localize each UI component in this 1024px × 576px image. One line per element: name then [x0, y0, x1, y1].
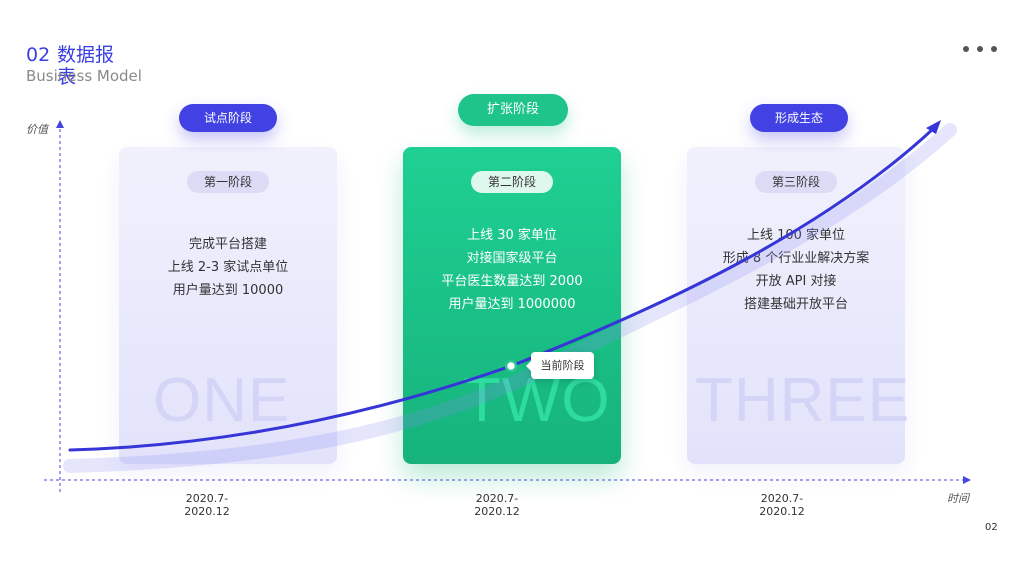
- stage-line: 开放 API 对接: [755, 274, 837, 289]
- y-axis-arrow: [56, 120, 64, 128]
- stage-badge: 第二阶段: [470, 171, 554, 193]
- x-axis-label: 时间: [947, 492, 969, 505]
- stage-line: 上线 2-3 家试点单位: [167, 260, 289, 275]
- stage-line: 形成 8 个行业业解决方案: [722, 251, 870, 266]
- section-number: 02: [26, 44, 51, 66]
- y-axis-label: 价值: [26, 123, 48, 136]
- page-number: 02: [985, 522, 998, 533]
- current-stage-tooltip: 当前阶段: [526, 352, 594, 379]
- stage-line: 用户量达到 10000: [172, 283, 284, 298]
- stage-card-1: 第一阶段 完成平台搭建 上线 2-3 家试点单位 用户量达到 10000 ONE: [119, 147, 337, 464]
- stage-badge: 第三阶段: [754, 171, 838, 193]
- date-start: 2020.7-: [475, 492, 519, 505]
- stage-line: 上线 100 家单位: [746, 228, 846, 243]
- date-start: 2020.7-: [760, 492, 804, 505]
- growth-curve-arrow: [926, 120, 941, 134]
- stage-line: 完成平台搭建: [188, 237, 267, 252]
- stage-badge: 第一阶段: [186, 171, 270, 193]
- stage-description: 上线 30 家单位 对接国家级平台 平台医生数量达到 2000 用户量达到 10…: [403, 224, 621, 316]
- stage-date-1: 2020.7- 2020.12: [167, 492, 247, 518]
- page-subtitle: Business Model: [26, 67, 142, 85]
- growth-curve-line: [68, 126, 936, 452]
- growth-curve-glow: [63, 123, 957, 473]
- stage-line: 平台医生数量达到 2000: [441, 274, 583, 289]
- stage-line: 搭建基础开放平台: [743, 297, 848, 312]
- stage-date-3: 2020.7- 2020.12: [742, 492, 822, 518]
- stage-description: 完成平台搭建 上线 2-3 家试点单位 用户量达到 10000: [119, 233, 337, 302]
- stage-line: 上线 30 家单位: [467, 228, 557, 243]
- stage-watermark: ONE: [153, 366, 291, 435]
- stage-watermark: THREE: [695, 366, 911, 435]
- dot: [977, 46, 983, 52]
- stage-pill-3[interactable]: 形成生态: [750, 104, 849, 132]
- x-axis-arrow: [963, 476, 971, 484]
- stage-card-3: 第三阶段 上线 100 家单位 形成 8 个行业业解决方案 开放 API 对接 …: [687, 147, 909, 464]
- stage-line: 用户量达到 1000000: [448, 297, 576, 312]
- date-end: 2020.12: [759, 505, 805, 518]
- stage-date-2: 2020.7- 2020.12: [457, 492, 537, 518]
- dot: [963, 46, 969, 52]
- current-point: [504, 359, 518, 373]
- date-end: 2020.12: [474, 505, 520, 518]
- date-start: 2020.7-: [185, 492, 229, 505]
- stage-pill-1[interactable]: 试点阶段: [179, 104, 278, 132]
- stage-line: 对接国家级平台: [466, 251, 558, 266]
- stage-description: 上线 100 家单位 形成 8 个行业业解决方案 开放 API 对接 搭建基础开…: [687, 224, 905, 316]
- more-options-icon[interactable]: [963, 40, 997, 58]
- stage-card-2: 第二阶段 上线 30 家单位 对接国家级平台 平台医生数量达到 2000 用户量…: [403, 147, 621, 464]
- page-title: 数据报表: [57, 44, 115, 88]
- dot: [991, 46, 997, 52]
- stage-pill-2[interactable]: 扩张阶段: [458, 94, 569, 126]
- date-end: 2020.12: [184, 505, 230, 518]
